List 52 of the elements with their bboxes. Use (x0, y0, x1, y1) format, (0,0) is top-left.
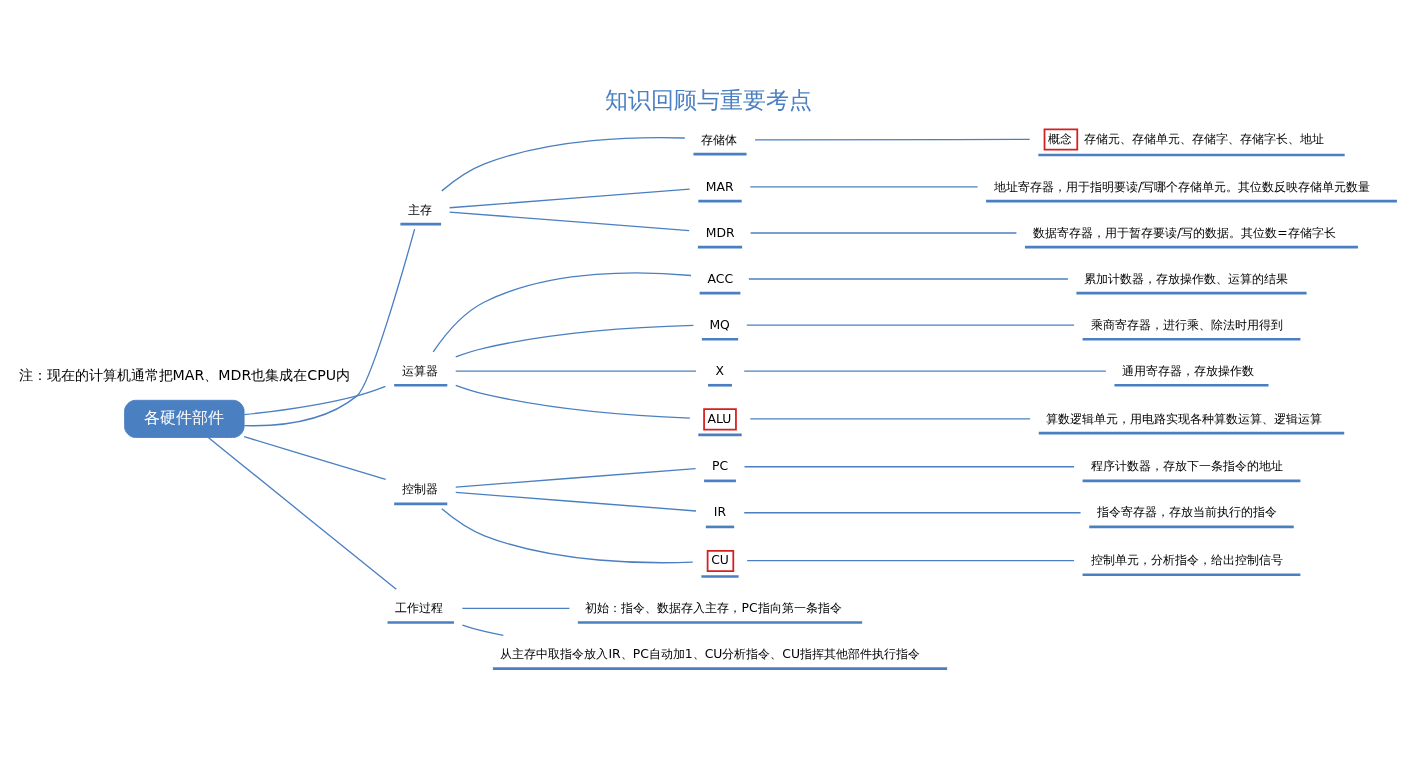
connector (748, 278, 1069, 280)
node-text: 从主存中取指令放入IR、PC自动加1、CU分析指令、CU指挥其他部件执行指令 (500, 646, 921, 662)
connector (455, 384, 691, 419)
connector (432, 272, 692, 353)
connector (455, 324, 695, 358)
node-text: 控制器 (402, 481, 439, 497)
node-text: MAR (705, 178, 734, 194)
node-text: MQ (709, 316, 730, 332)
node-text: 数据寄存器，用于暂存要读/写的数据。其位数=存储字长 (1033, 224, 1336, 240)
node-text: IR (713, 504, 727, 520)
connector (749, 418, 1031, 420)
connector (749, 232, 1018, 234)
connector (749, 186, 979, 188)
node-text: 通用寄存器，存放操作数 (1122, 362, 1255, 378)
node-text: MDR (705, 224, 735, 240)
node-text: 工作过程 (395, 600, 444, 616)
node-text: 累加计数器，存放操作数、运算的结果 (1084, 270, 1289, 286)
connector (461, 607, 571, 610)
node-box: 各硬件部件 (124, 399, 245, 438)
connector (243, 436, 387, 481)
connector (743, 512, 1082, 514)
node-text: ACC (707, 270, 734, 286)
node-text: 算数逻辑单元，用电路实现各种算数运算、逻辑运算 (1046, 410, 1323, 426)
connector (455, 467, 697, 488)
connector (743, 466, 1075, 468)
node-text: PC (712, 458, 729, 474)
node-text: 初始：指令、数据存入主存，PC指向第一条指令 (585, 600, 842, 616)
node-text: 程序计数器，存放下一条指令的地址 (1090, 458, 1283, 474)
connector (754, 138, 1031, 141)
connector (743, 370, 1107, 372)
connector (441, 136, 686, 192)
connector (448, 211, 690, 232)
connector (455, 370, 697, 372)
connector (746, 324, 1075, 326)
connector (207, 437, 397, 590)
node-text: X (715, 362, 725, 378)
label: 注：现在的计算机通常把MAR、MDR也集成在CPU内 (18, 366, 351, 383)
connector (461, 624, 504, 637)
connector (455, 491, 697, 512)
connector (441, 508, 694, 564)
connector (243, 385, 387, 416)
node-text: 运算器 (402, 362, 439, 378)
connector (448, 188, 691, 209)
node-text: 主存 (408, 201, 433, 217)
node-text: 存储体 (701, 131, 738, 147)
connector (243, 228, 416, 427)
node-text: 乘商寄存器，进行乘、除法时用得到 (1090, 316, 1283, 332)
diagram-title: 知识回顾与重要考点 (605, 86, 812, 113)
node-text: 控制单元，分析指令，给出控制信号 (1090, 552, 1283, 568)
node-text: 指令寄存器，存放当前执行的指令 (1096, 504, 1277, 520)
node-text: 地址寄存器，用于指明要读/写哪个存储单元。其位数反映存储单元数量 (994, 178, 1371, 194)
connector (746, 559, 1075, 562)
